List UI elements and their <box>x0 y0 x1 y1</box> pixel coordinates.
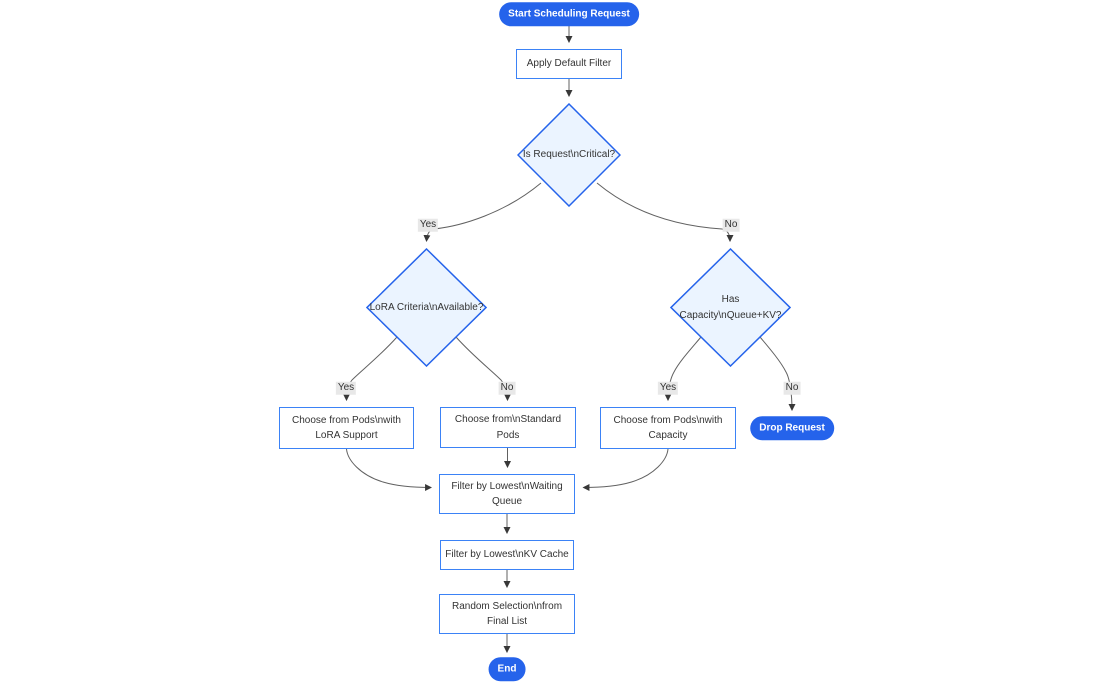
decision-has-capacity: Has Capacity\nQueue+KV? <box>670 248 791 367</box>
node-choose-pods-capacity: Choose from Pods\nwith Capacity <box>600 407 736 449</box>
node-drop-request: Drop Request <box>750 416 834 440</box>
node-filter-kv-cache-label: Filter by Lowest\nKV Cache <box>445 549 569 561</box>
edge-label-lora-no: No <box>498 381 516 395</box>
edge-choose-capacity-to-filter-queue <box>582 448 669 491</box>
node-choose-pods-capacity-label: Choose from Pods\nwith Capacity <box>613 414 723 442</box>
node-choose-standard-pods-label: Choose from\nStandard Pods <box>454 414 562 441</box>
node-start-label: Start Scheduling Request <box>508 8 630 20</box>
node-random-selection-label: Random Selection\nfrom Final List <box>451 600 563 628</box>
edge-label-critical-no: No <box>722 218 740 232</box>
node-filter-kv-cache: Filter by Lowest\nKV Cache <box>440 540 574 570</box>
node-end: End <box>488 657 526 681</box>
node-choose-pods-lora: Choose from Pods\nwith LoRA Support <box>279 407 414 449</box>
node-filter-waiting-queue-label: Filter by Lowest\nWaiting Queue <box>451 480 563 508</box>
edge-is-critical-no-to-capacity <box>596 182 734 243</box>
node-choose-standard-pods: Choose from\nStandard Pods <box>440 407 576 448</box>
edge-choose-lora-to-filter-queue <box>346 448 433 491</box>
decision-lora-criteria-available-label: LoRA Criteria\nAvailable? <box>369 301 484 313</box>
node-start: Start Scheduling Request <box>499 2 639 26</box>
decision-is-request-critical: Is Request\nCritical? <box>517 103 621 207</box>
node-choose-pods-lora-label: Choose from Pods\nwith LoRA Support <box>292 414 401 442</box>
edge-capacity-no-to-drop <box>759 336 796 412</box>
node-end-label: End <box>497 663 517 675</box>
decision-has-capacity-label: Has Capacity\nQueue+KV? <box>679 294 782 321</box>
diamond-shape <box>517 103 621 207</box>
edge-label-capacity-yes: Yes <box>657 381 679 395</box>
edge-label-capacity-no: No <box>783 381 801 395</box>
decision-is-request-critical-label: Is Request\nCritical? <box>522 149 616 161</box>
edge-label-critical-yes: Yes <box>417 218 439 232</box>
diamond-shape <box>366 248 487 367</box>
node-drop-request-label: Drop Request <box>759 422 825 434</box>
node-apply-default-filter: Apply Default Filter <box>516 49 622 79</box>
node-random-selection: Random Selection\nfrom Final List <box>439 594 575 634</box>
node-apply-default-filter-label: Apply Default Filter <box>526 58 612 70</box>
decision-lora-criteria-available: LoRA Criteria\nAvailable? <box>366 248 487 367</box>
diamond-shape <box>670 248 791 367</box>
node-filter-waiting-queue: Filter by Lowest\nWaiting Queue <box>439 474 575 514</box>
edge-label-lora-yes: Yes <box>335 381 357 395</box>
